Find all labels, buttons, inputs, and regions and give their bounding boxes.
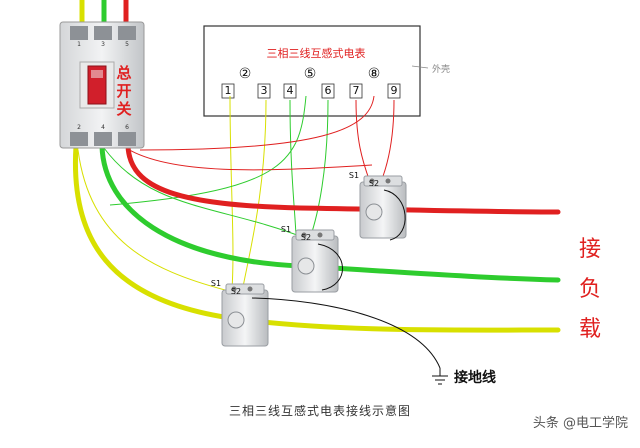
breaker-top-label-1: 1: [77, 41, 81, 48]
ct-s2-label: S2: [301, 233, 311, 242]
meter-title: 三相三线互感式电表: [267, 46, 366, 60]
terminal-1: 1: [221, 83, 235, 99]
thin-wire-green-4: [109, 95, 307, 206]
breaker-top-label-3: 3: [101, 41, 105, 48]
breaker-bottom-terminals: 2 4 6: [70, 124, 136, 146]
load-label-char-1: 接: [579, 237, 601, 262]
terminal-8: ⑧: [368, 66, 381, 82]
thin-wire-yellow-3: [241, 99, 267, 293]
cable-red-out: [125, 143, 561, 215]
terminal-label-2: ②: [239, 66, 252, 82]
ct-s2-label: S2: [231, 287, 241, 296]
breaker-label-char-3: 关: [116, 100, 131, 118]
terminal-label-3: 3: [261, 84, 268, 97]
terminal-label-4: 4: [287, 84, 294, 97]
thin-wire-green-1: [103, 147, 306, 239]
terminal-4: 4: [283, 83, 297, 99]
thin-wire-red-1: [125, 147, 373, 171]
ground-wire: [251, 189, 448, 385]
ground-label: 接地线: [454, 369, 496, 386]
ct-s1-label: S1: [211, 279, 221, 288]
ct-s1-label: S1: [281, 225, 291, 234]
load-label-char-3: 载: [579, 317, 601, 342]
terminal-6: 6: [321, 83, 335, 99]
terminal-7: 7: [349, 83, 363, 99]
terminal-3: 3: [257, 83, 271, 99]
thin-wire-yellow-2: [229, 95, 234, 291]
terminal-label-8: ⑧: [368, 66, 381, 82]
thin-wire-red-2: [355, 99, 371, 183]
terminal-9: 9: [387, 83, 401, 99]
breaker-top-terminals: 1 3 5: [70, 26, 136, 48]
terminal-2: ②: [239, 66, 252, 82]
meter-box: 三相三线互感式电表 外壳: [203, 25, 450, 117]
thin-wire-green-2: [289, 99, 297, 237]
breaker-label-char-2: 开: [116, 82, 131, 100]
thin-wire-red-4: [139, 95, 375, 151]
diagram-caption: 三相三线互感式电表接线示意图: [228, 404, 411, 418]
main-breaker: 1 3 5 2 4 6 总 开 关: [59, 21, 145, 149]
watermark: 头条 @电工学院: [532, 416, 628, 431]
terminal-label-1: 1: [225, 84, 232, 97]
load-label: 接 负 载: [579, 237, 601, 342]
breaker-bottom-label-6: 6: [125, 124, 129, 131]
terminal-label-6: 6: [325, 84, 332, 97]
terminal-label-7: 7: [353, 84, 360, 97]
load-label-char-2: 负: [579, 277, 601, 302]
thin-wire-green-3: [309, 99, 329, 239]
meter-terminals: 1②3 4⑤6 7⑧9: [221, 66, 401, 99]
breaker-label-char-1: 总: [116, 64, 131, 82]
terminal-label-5: ⑤: [304, 66, 317, 82]
terminal-5: ⑤: [304, 66, 317, 82]
thin-wire-yellow-1: [77, 149, 226, 291]
breaker-bottom-label-4: 4: [101, 124, 105, 131]
breaker-bottom-label-2: 2: [77, 124, 81, 131]
housing-label: 外壳: [432, 63, 450, 75]
breaker-top-label-5: 5: [125, 41, 129, 48]
terminal-label-9: 9: [391, 84, 398, 97]
ct-s2-label: S2: [369, 179, 379, 188]
ct-s1-label: S1: [349, 171, 359, 180]
